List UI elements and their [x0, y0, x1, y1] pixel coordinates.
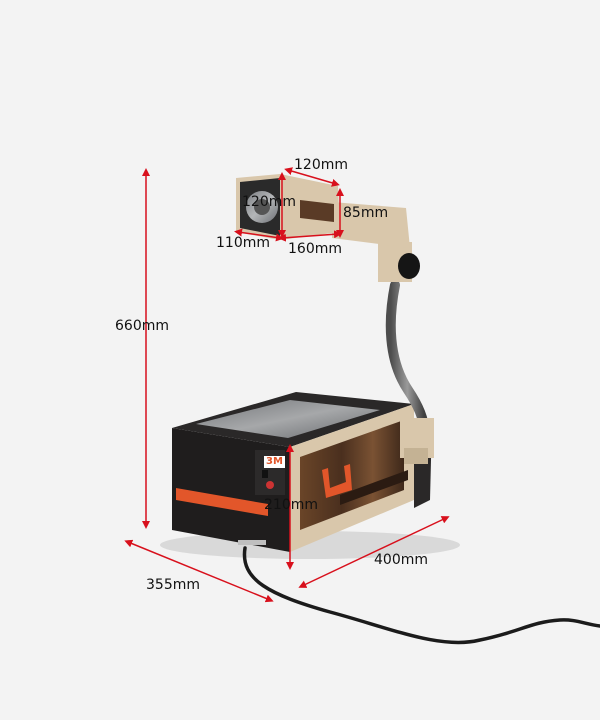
- label-head-face: 120mm: [242, 194, 296, 210]
- label-base-height: 210mm: [264, 497, 318, 513]
- projector-base: [172, 392, 432, 552]
- label-head-bottom-right: 160mm: [288, 241, 342, 257]
- label-base-width: 400mm: [374, 552, 428, 568]
- projection-head: [236, 174, 340, 240]
- power-cord: [242, 546, 600, 645]
- label-overall-height: 660mm: [115, 318, 169, 334]
- projector-arm: [332, 202, 434, 464]
- dimension-lines: [124, 167, 450, 603]
- label-head-right: 85mm: [343, 205, 389, 221]
- label-head-bottom-left: 110mm: [216, 235, 270, 251]
- label-head-top: 120mm: [294, 157, 348, 173]
- label-base-depth: 355mm: [146, 577, 200, 593]
- brand-logo: 3M: [264, 456, 285, 468]
